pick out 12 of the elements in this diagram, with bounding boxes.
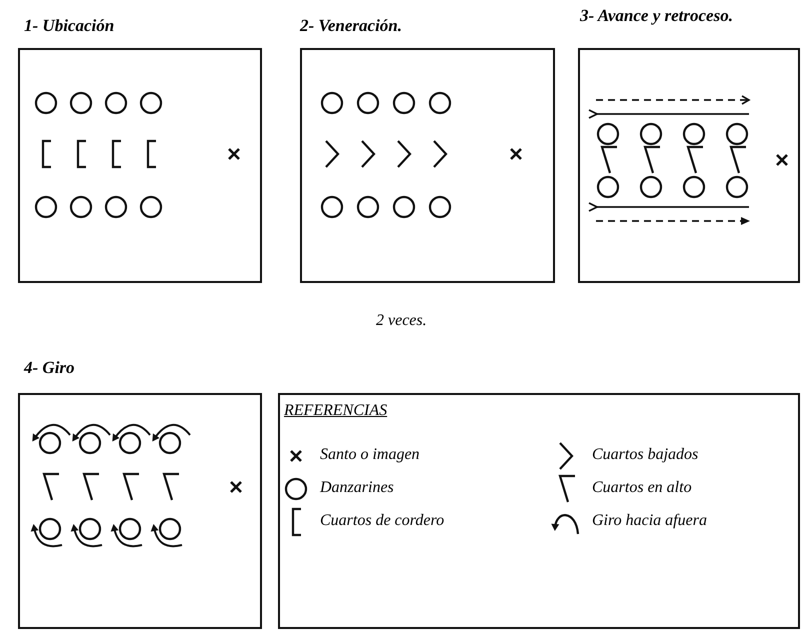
legend-title: REFERENCIAS (284, 402, 388, 420)
panel-heading: 4- Giro (24, 358, 75, 378)
legend-label: Cuartos bajados (592, 446, 698, 464)
legend-label: Giro hacia afuera (592, 512, 707, 530)
legend-label: Cuartos de cordero (320, 512, 444, 530)
panel-heading: 3- Avance y retroceso. (580, 6, 733, 26)
legend-label: Cuartos en alto (592, 479, 692, 497)
panel-heading: 2- Veneración. (300, 16, 402, 36)
legend-label: Santo o imagen (320, 446, 420, 464)
note-text: 2 veces. (376, 312, 427, 330)
legend-label: Danzarines (320, 479, 394, 497)
panel-heading: 1- Ubicación (24, 16, 114, 36)
